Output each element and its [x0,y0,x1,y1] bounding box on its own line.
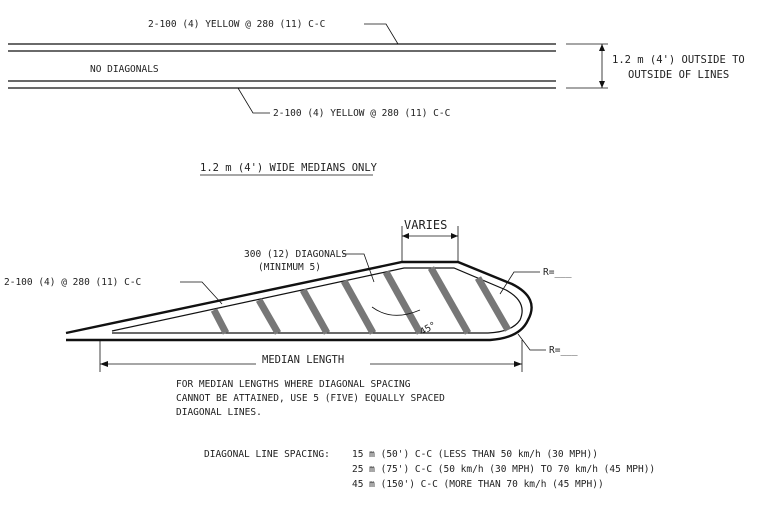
edge-line-label: 2-100 (4) @ 280 (11) C-C [4,277,141,288]
radius-bottom-leader [517,333,546,351]
varies-label: VARIES [404,218,447,232]
upper-line-label: 2-100 (4) YELLOW @ 280 (11) C-C [148,19,325,30]
upper-label-leader [364,23,399,45]
diagonal-hatches [210,266,512,335]
radius-bottom-label: R=___ [549,345,578,356]
note-line3: DIAGONAL LINES. [176,407,262,418]
spacing-row1: 15 m (50') C-C (LESS THAN 50 km/h (30 MP… [352,449,598,460]
spacing-heading: DIAGONAL LINE SPACING: [204,449,330,460]
median-island [65,260,533,342]
diagonal-hatch [340,279,377,335]
median-length-label: MEDIAN LENGTH [262,354,344,366]
diagonal-hatch [210,308,230,335]
diagonals-label-line1: 300 (12) DIAGONALS [244,249,347,260]
median-length-label-backdrop [256,353,370,367]
angle-arc [371,306,421,316]
diagonal-hatch [427,266,472,335]
lower-line-label: 2-100 (4) YELLOW @ 280 (11) C-C [273,108,450,119]
spacing-row3: 45 m (150') C-C (MORE THAN 70 km/h (45 M… [352,479,604,490]
diagonal-hatch [474,276,512,332]
diagonal-hatch [255,298,282,335]
spacing-row2: 25 m (75') C-C (50 km/h (30 MPH) TO 70 k… [352,464,655,475]
diagonals-label-line2: (MINIMUM 5) [258,262,321,273]
no-diagonals-label: NO DIAGONALS [90,64,159,75]
section-title: 1.2 m (4') WIDE MEDIANS ONLY [200,162,378,174]
median-outer-outline [65,260,533,342]
angle-label: 45° [418,320,438,338]
note-line1: FOR MEDIAN LENGTHS WHERE DIAGONAL SPACIN… [176,379,411,390]
diagonals-leader [343,253,375,283]
median-inner-outline [111,267,523,334]
diagonal-hatch [382,270,424,335]
width-label-line1: 1.2 m (4') OUTSIDE TO [612,54,745,66]
varies-dimension [401,226,459,262]
top-parallel-lines [8,43,556,89]
radius-top-leader [499,271,540,295]
note-line2: CANNOT BE ATTAINED, USE 5 (FIVE) EQUALLY… [176,393,445,404]
edge-line-leader [180,281,223,305]
width-label-line2: OUTSIDE OF LINES [628,69,729,81]
lower-label-leader [237,87,270,114]
radius-top-label: R=___ [543,267,572,278]
diagonal-hatch [299,288,331,335]
width-dimension [566,43,608,89]
